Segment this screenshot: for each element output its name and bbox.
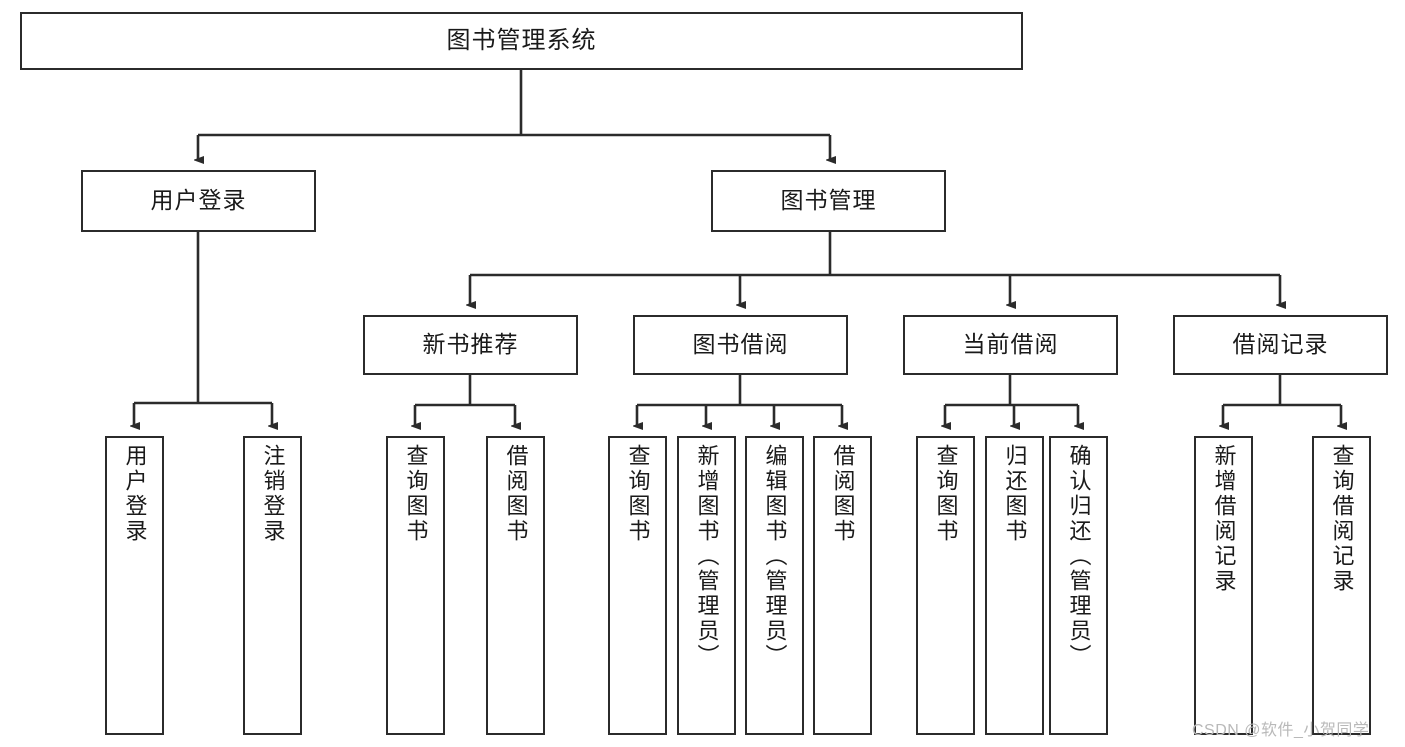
- node-leaf-edit-book[interactable]: 编辑图书（管理员）: [745, 436, 804, 735]
- node-leaf-query-borrow-record-label: 查询借阅记录: [1329, 444, 1355, 594]
- node-current-borrow[interactable]: 当前借阅: [903, 315, 1118, 375]
- node-leaf-edit-book-label: 编辑图书（管理员）: [762, 444, 788, 669]
- node-leaf-logout-label: 注销登录: [260, 444, 286, 544]
- node-leaf-user-login-label: 用户登录: [122, 444, 148, 544]
- node-root-label: 图书管理系统: [446, 26, 597, 54]
- node-leaf-user-login[interactable]: 用户登录: [105, 436, 164, 735]
- node-leaf-borrow-book-recommend-label: 借阅图书: [503, 444, 529, 544]
- node-borrow-record-label: 借阅记录: [1232, 331, 1329, 358]
- node-new-book-recommend-label: 新书推荐: [422, 331, 519, 358]
- node-book-borrow[interactable]: 图书借阅: [633, 315, 848, 375]
- node-leaf-add-book-label: 新增图书（管理员）: [694, 444, 720, 669]
- node-leaf-query-book-current-label: 查询图书: [933, 444, 959, 544]
- node-new-book-recommend[interactable]: 新书推荐: [363, 315, 578, 375]
- node-leaf-query-book-current[interactable]: 查询图书: [916, 436, 975, 735]
- node-book-borrow-label: 图书借阅: [692, 331, 789, 358]
- node-leaf-confirm-return-label: 确认归还（管理员）: [1066, 444, 1092, 669]
- node-book-manage[interactable]: 图书管理: [711, 170, 946, 232]
- node-leaf-return-book[interactable]: 归还图书: [985, 436, 1044, 735]
- node-leaf-query-book-borrow[interactable]: 查询图书: [608, 436, 667, 735]
- node-leaf-borrow-book-label: 借阅图书: [830, 444, 856, 544]
- node-leaf-add-book[interactable]: 新增图书（管理员）: [677, 436, 736, 735]
- node-borrow-record[interactable]: 借阅记录: [1173, 315, 1388, 375]
- node-leaf-add-borrow-record-label: 新增借阅记录: [1211, 444, 1237, 594]
- node-leaf-borrow-book-recommend[interactable]: 借阅图书: [486, 436, 545, 735]
- node-leaf-logout[interactable]: 注销登录: [243, 436, 302, 735]
- watermark: CSDN @软件_小贺同学: [1192, 722, 1370, 739]
- node-leaf-query-book-recommend-label: 查询图书: [403, 444, 429, 544]
- node-leaf-query-book-recommend[interactable]: 查询图书: [386, 436, 445, 735]
- node-leaf-query-book-borrow-label: 查询图书: [625, 444, 651, 544]
- node-leaf-add-borrow-record[interactable]: 新增借阅记录: [1194, 436, 1253, 735]
- node-root[interactable]: 图书管理系统: [20, 12, 1023, 70]
- node-leaf-return-book-label: 归还图书: [1002, 444, 1028, 544]
- node-user-login-label: 用户登录: [150, 187, 247, 214]
- node-current-borrow-label: 当前借阅: [962, 331, 1059, 358]
- node-leaf-borrow-book[interactable]: 借阅图书: [813, 436, 872, 735]
- node-leaf-confirm-return[interactable]: 确认归还（管理员）: [1049, 436, 1108, 735]
- node-user-login[interactable]: 用户登录: [81, 170, 316, 232]
- node-book-manage-label: 图书管理: [780, 187, 877, 214]
- node-leaf-query-borrow-record[interactable]: 查询借阅记录: [1312, 436, 1371, 735]
